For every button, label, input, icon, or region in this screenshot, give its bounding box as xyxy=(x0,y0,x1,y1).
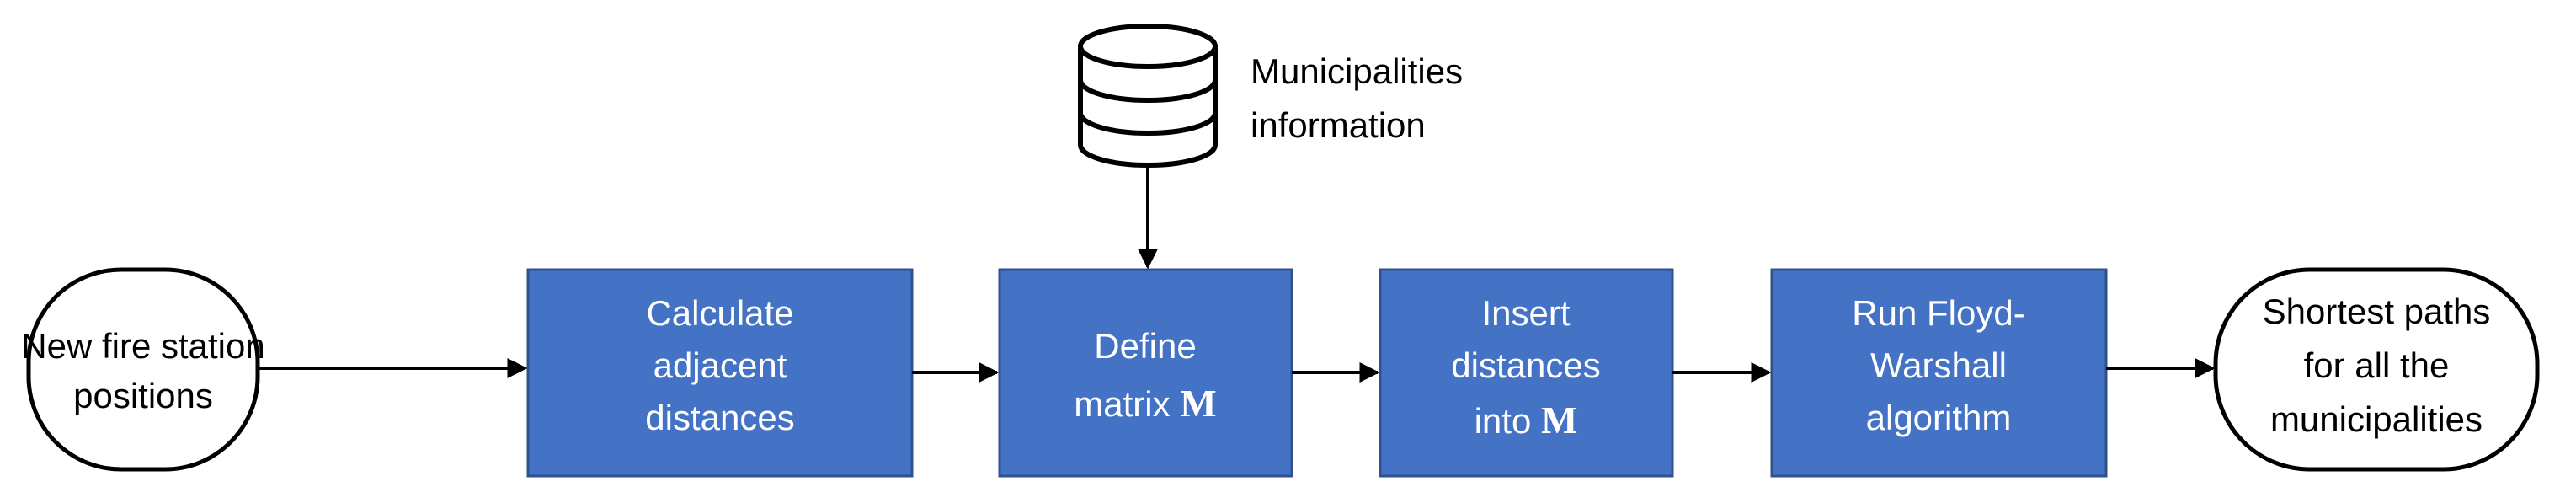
step2-line-2: matrix M xyxy=(1074,382,1216,425)
step-floyd-warshall: Run Floyd- Warshall algorithm xyxy=(1770,268,2108,478)
step2-line-2-prefix: matrix xyxy=(1074,384,1180,424)
connectors xyxy=(258,165,2216,383)
step1-line-2: adjacent xyxy=(653,345,787,385)
end-node: Shortest paths for all the municipalitie… xyxy=(2213,267,2540,472)
step1-line-3: distances xyxy=(645,398,794,437)
step4-line-3: algorithm xyxy=(1866,398,2012,437)
step-insert-distances: Insert distances into M xyxy=(1379,268,1674,478)
step3-line-2: distances xyxy=(1451,345,1600,385)
step4-line-2: Warshall xyxy=(1870,345,2007,385)
start-line-1: New fire station xyxy=(21,326,264,366)
database-icon xyxy=(1078,24,1218,168)
database-label-line-1: Municipalities xyxy=(1251,51,1463,91)
matrix-symbol: M xyxy=(1541,399,1577,441)
step3-line-1: Insert xyxy=(1481,293,1570,333)
step1-line-1: Calculate xyxy=(646,293,793,333)
end-line-3: municipalities xyxy=(2270,399,2483,439)
database-label-line-2: information xyxy=(1251,105,1426,145)
step3-line-3: into M xyxy=(1475,399,1578,441)
step3-line-3-prefix: into xyxy=(1475,401,1541,441)
step-calculate-distances: Calculate adjacent distances xyxy=(526,268,914,478)
start-node: New fire station positions xyxy=(21,267,265,472)
step2-line-1: Define xyxy=(1094,326,1196,366)
matrix-symbol: M xyxy=(1180,382,1216,425)
end-line-2: for all the xyxy=(2304,345,2450,385)
step-define-matrix: Define matrix M xyxy=(998,268,1293,478)
step4-line-1: Run Floyd- xyxy=(1852,293,2024,333)
end-line-1: Shortest paths xyxy=(2263,292,2491,331)
start-line-2: positions xyxy=(73,376,213,415)
